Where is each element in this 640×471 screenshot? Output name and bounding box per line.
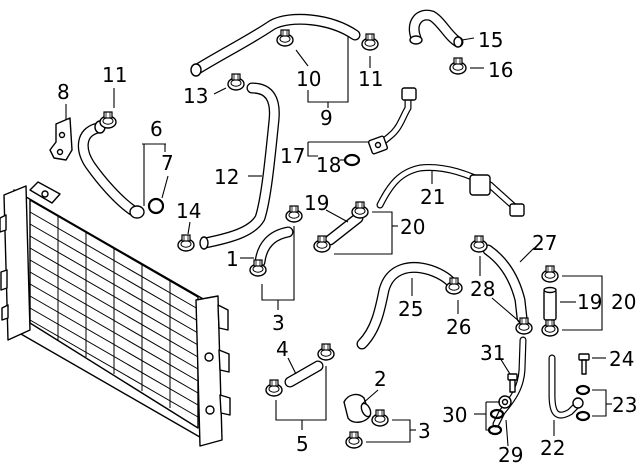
part-4-hose [284,360,324,388]
part-10-clamp [276,29,294,47]
callout-11-right: 11 [358,67,383,91]
part-12-hose [199,82,280,250]
callout-27: 27 [532,231,557,255]
callout-16: 16 [488,58,513,82]
part-19-hose-right [543,286,557,321]
callout-26: 26 [446,315,471,339]
part-11-clamp [99,111,117,129]
part-5-clamp-b [265,379,283,397]
callout-7: 7 [161,151,174,175]
part-25-hose [356,262,458,350]
part-11-clamp-upper [361,33,379,51]
callout-14: 14 [176,199,201,223]
callout-20-upper: 20 [400,215,425,239]
callout-24: 24 [609,347,634,371]
part-23-o-ring-b [575,410,591,422]
callout-13: 13 [183,84,208,108]
part-23-o-ring-a [575,384,591,396]
callout-20-right: 20 [611,290,636,314]
callout-28: 28 [470,277,495,301]
part-19-hose-upper [324,212,364,246]
callout-3-upper: 3 [272,311,285,335]
leader-lines [65,36,612,447]
part-14-clamp [177,234,195,252]
part-9-hose [190,13,361,77]
callout-10: 10 [296,67,321,91]
part-8-bracket [49,117,73,161]
part-3-clamp-a [285,205,303,223]
callout-15: 15 [478,28,503,52]
radiator-fins [29,211,199,418]
callout-18: 18 [316,153,341,177]
callout-9: 9 [320,106,333,130]
part-31-bolt [507,373,518,393]
callout-22: 22 [540,436,565,460]
callout-29: 29 [498,443,523,467]
part-24-bolt [578,353,590,375]
callout-3-lower: 3 [418,419,431,443]
part-28-clamp-a [470,235,488,253]
part-6-hose [77,120,145,219]
part-3-clamp-c [371,409,389,427]
callout-2: 2 [374,367,387,391]
callout-31: 31 [480,341,505,365]
part-1-hose [254,226,294,268]
part-21-coolant-pipe [376,163,525,217]
callout-21: 21 [420,185,445,209]
part-20-clamp-right-a [541,265,559,283]
part-17-pipe [367,87,417,155]
part-18-o-ring [343,153,361,167]
callout-1: 1 [226,247,239,271]
callout-25: 25 [398,297,423,321]
callout-19-upper: 19 [304,191,329,215]
callout-6: 6 [150,117,163,141]
callout-23: 23 [612,393,637,417]
callout-30: 30 [442,403,467,427]
callout-17: 17 [280,144,305,168]
part-20-clamp-right-b [541,319,559,337]
part-3-clamp-d [345,431,363,449]
part-7-o-ring [147,197,165,215]
part-15-hose [408,9,464,48]
part-13-clamp [227,73,245,91]
part-16-clamp [449,57,467,75]
part-27-hose [482,244,528,324]
part-20-clamp-upper-a [351,201,369,219]
callout-19-right: 19 [577,290,602,314]
callout-5: 5 [296,432,309,456]
part-22-pipe [548,354,584,419]
callout-8: 8 [57,80,70,104]
callout-numbers: 8 11 6 7 14 12 13 10 9 11 15 16 17 18 21… [57,28,637,467]
radiator [0,181,231,447]
part-5-clamp-a [317,343,335,361]
callout-12: 12 [214,165,239,189]
callout-4: 4 [276,337,289,361]
callout-11-left: 11 [102,63,127,87]
